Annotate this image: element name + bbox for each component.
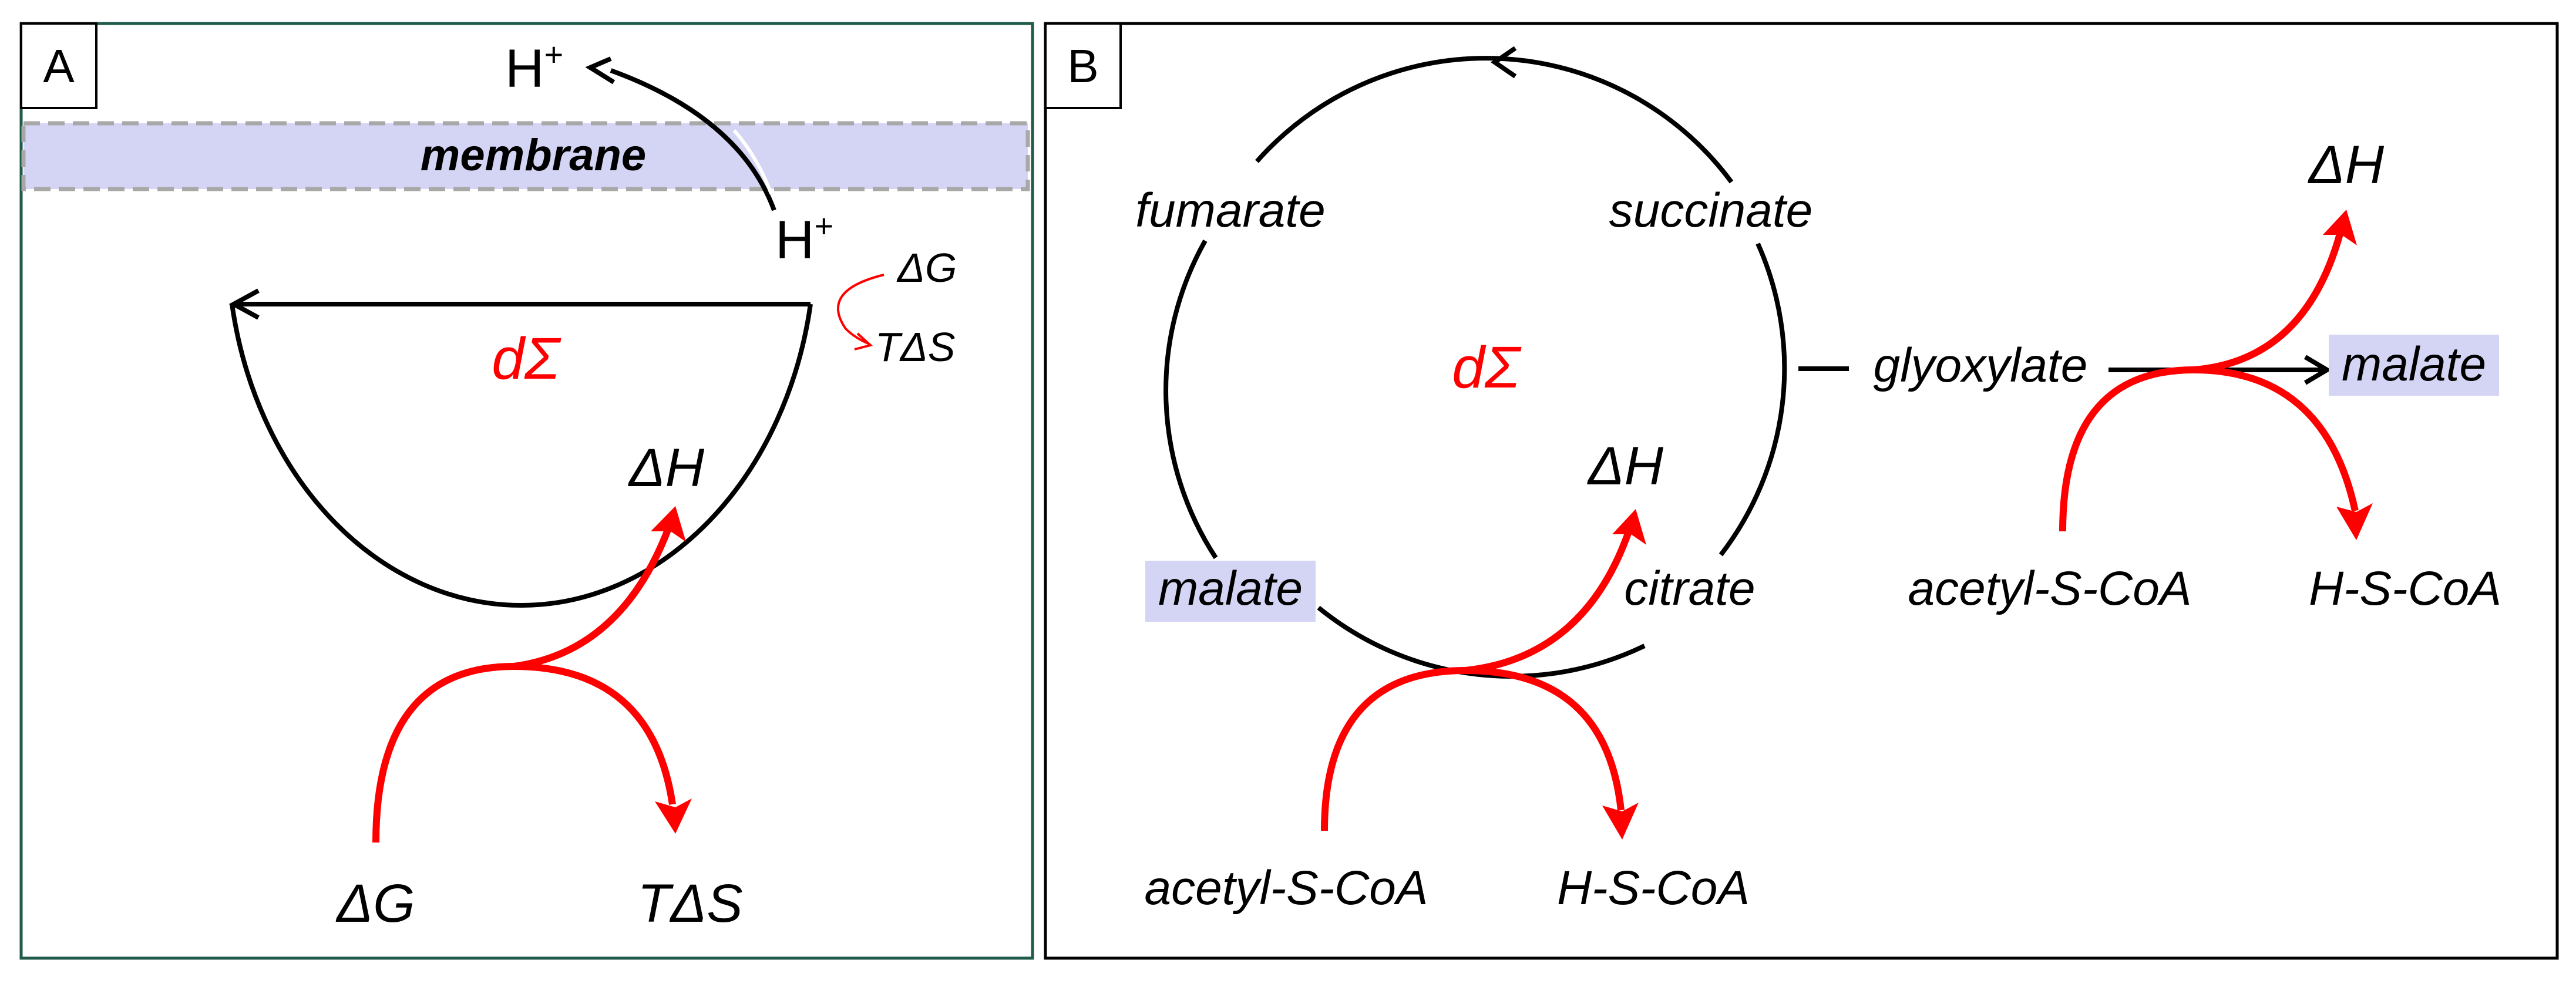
malate-cycle-label: malate	[1158, 562, 1303, 615]
shunt-red-dH-arrow	[2193, 231, 2344, 373]
tca-red-dH-arrowhead	[1612, 509, 1646, 545]
proton-out-label: H+	[505, 36, 563, 99]
membrane	[21, 121, 1030, 191]
panel-b-label: B	[1067, 40, 1098, 92]
panel-b-label-box	[1044, 22, 1122, 109]
malate-shunt-highlight	[2329, 335, 2499, 396]
small-dG-label: ΔG	[896, 245, 957, 291]
cycle-arc	[230, 304, 813, 608]
glyoxylate-label: glyoxylate	[1874, 339, 2088, 392]
panel-a-border	[19, 22, 1034, 960]
fumarate-label: fumarate	[1135, 184, 1326, 237]
panel-a: A membrane H+ H+ ΔG TΔS dΣ ΔH ΔG TΔS	[19, 22, 1034, 960]
panel-a-label: A	[43, 40, 75, 92]
d-sigma-label: dΣ	[492, 326, 561, 392]
small-coupling-arrow	[836, 274, 885, 345]
succinate-label: succinate	[1609, 184, 1812, 237]
tca-arrowhead	[1490, 46, 1517, 79]
cycle-bar-arrowhead	[228, 288, 260, 320]
panel-b-border	[1044, 22, 2559, 960]
shunt-arrowhead	[2303, 355, 2332, 385]
tca-red-dH-arrow	[1465, 527, 1633, 674]
citrate-label: citrate	[1624, 562, 1755, 615]
hscoa-bottom-label: H-S-CoA	[1557, 861, 1750, 915]
tca-dH-label: ΔH	[1587, 436, 1664, 496]
proton-transport-arc	[610, 68, 776, 211]
tca-red-arch	[1321, 666, 1625, 831]
proton-transport-arc-white	[732, 129, 773, 195]
small-coupling-arrowhead	[854, 332, 873, 351]
tca-d-sigma-label: dΣ	[1452, 335, 1522, 400]
tca-circle	[1163, 56, 1787, 679]
shunt-red-arch	[2059, 366, 2359, 532]
shunt-red-dH-arrowhead	[2323, 210, 2357, 245]
hscoa-shunt-label: H-S-CoA	[2309, 562, 2501, 615]
proton-in-label: H+	[775, 207, 833, 270]
proton-arrowhead	[585, 56, 616, 85]
red-dH-arrow	[513, 524, 673, 670]
TdS-label: TΔS	[637, 874, 742, 934]
membrane-label: membrane	[421, 130, 646, 180]
shunt-red-TdS-arrowhead	[2336, 503, 2373, 540]
dG-label: ΔG	[335, 874, 415, 934]
acetyl-bottom-label: acetyl-S-CoA	[1144, 861, 1428, 915]
shunt-dH-label: ΔH	[2308, 135, 2385, 195]
red-coupling-arch	[372, 662, 676, 843]
panel-a-label-box	[20, 22, 97, 109]
small-TdS-label: TΔS	[875, 324, 955, 370]
red-TdS-arrowhead	[655, 798, 692, 834]
tca-red-TdS-arrowhead	[1602, 803, 1639, 840]
dH-label: ΔH	[628, 438, 705, 498]
panel-b: B fumarate succinate dΣ malate citrate Δ…	[1044, 22, 2559, 960]
red-dH-arrowhead	[651, 506, 686, 542]
acetyl-shunt-label: acetyl-S-CoA	[1908, 562, 2191, 615]
malate-shunt-label: malate	[2342, 338, 2486, 391]
malate-cycle-highlight	[1145, 561, 1316, 622]
